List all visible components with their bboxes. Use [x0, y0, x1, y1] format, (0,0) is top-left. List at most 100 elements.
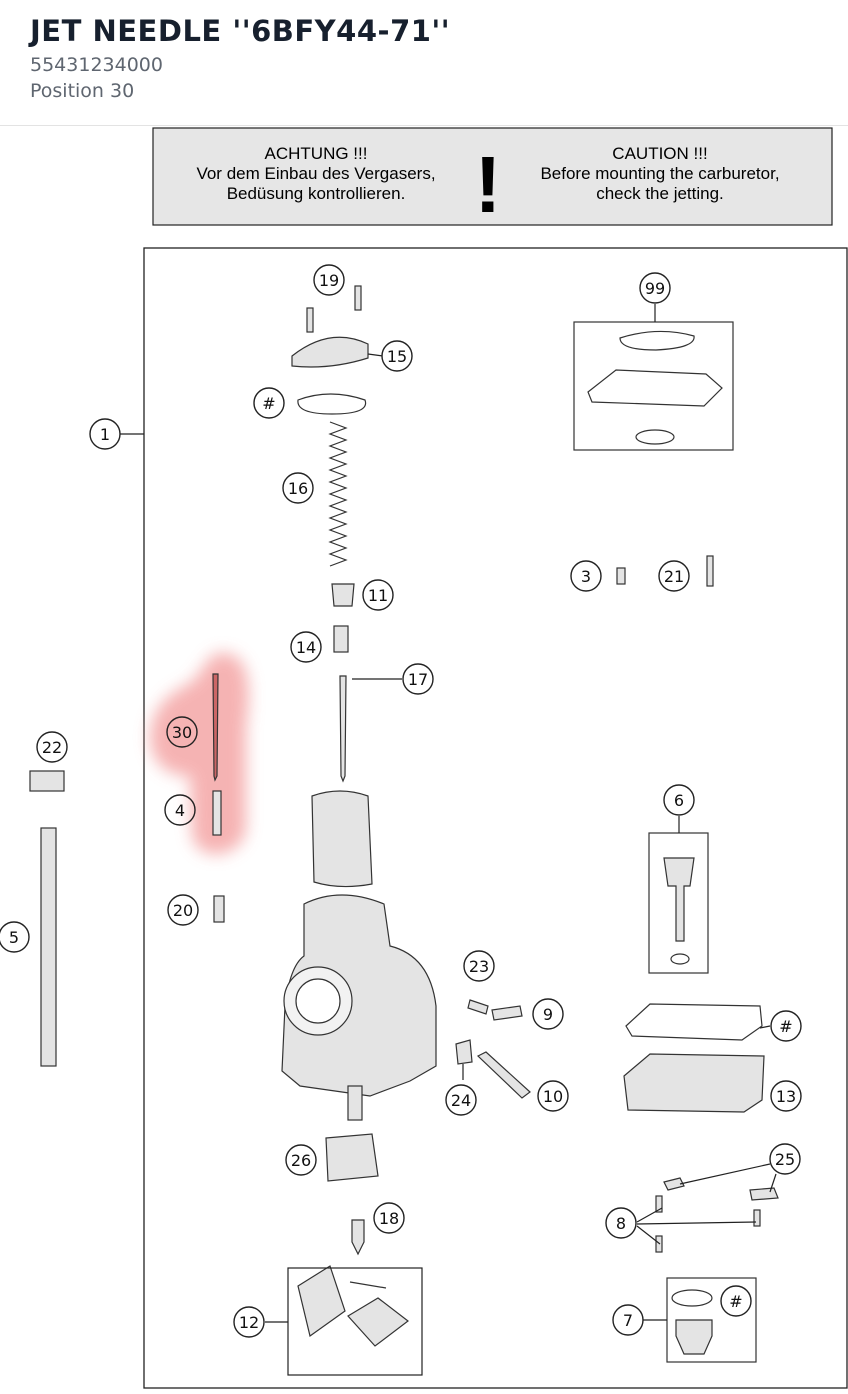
- svg-text:8: 8: [616, 1214, 626, 1233]
- float-bowl-icon[interactable]: [623, 1053, 765, 1113]
- svg-text:10: 10: [543, 1087, 563, 1106]
- callout-23[interactable]: 23: [463, 950, 495, 982]
- callout-6[interactable]: 6: [663, 784, 695, 816]
- screw-8a-icon[interactable]: [655, 1195, 663, 1213]
- hose-clip-22-icon[interactable]: [29, 770, 65, 792]
- carburetor-bore-icon: [295, 978, 341, 1024]
- svg-text:20: 20: [173, 901, 193, 920]
- callout-21[interactable]: 21: [658, 560, 690, 592]
- exploded-parts-diagram: ACHTUNG !!! Vor dem Einbau des Vergasers…: [0, 126, 848, 1390]
- top-gasket-icon[interactable]: [297, 393, 367, 415]
- svg-text:16: 16: [288, 479, 308, 498]
- callout-22[interactable]: 22: [36, 731, 68, 763]
- svg-text:9: 9: [543, 1005, 553, 1024]
- callout-8[interactable]: 8: [605, 1207, 637, 1239]
- svg-text:12: 12: [239, 1313, 259, 1332]
- callout-17[interactable]: 17: [402, 663, 434, 695]
- callout-5[interactable]: 5: [0, 921, 30, 953]
- drain-plug-7-icon[interactable]: [675, 1319, 713, 1355]
- svg-text:3: 3: [581, 567, 591, 586]
- float-bowl-gasket-icon[interactable]: [625, 1003, 763, 1041]
- svg-text:25: 25: [775, 1150, 795, 1169]
- throttle-spring-icon[interactable]: [328, 421, 348, 567]
- warning-en-title: CAUTION !!!: [612, 144, 707, 163]
- warning-en-line1: Before mounting the carburetor,: [540, 164, 779, 183]
- callout-19[interactable]: 19: [313, 264, 345, 296]
- svg-text:17: 17: [408, 670, 428, 689]
- warning-en-line2: check the jetting.: [596, 184, 724, 203]
- svg-text:24: 24: [451, 1091, 471, 1110]
- callout-15[interactable]: 15: [381, 340, 413, 372]
- float-needle-icon[interactable]: [351, 1219, 365, 1256]
- svg-text:#: #: [262, 394, 275, 413]
- callout-26[interactable]: 26: [285, 1144, 317, 1176]
- plug-oring-icon[interactable]: [671, 1289, 713, 1307]
- part-header: JET NEEDLE ''6BFY44-71'' 55431234000 Pos…: [0, 0, 848, 126]
- jet-3-icon[interactable]: [616, 567, 626, 585]
- callout-14[interactable]: 14: [290, 631, 322, 663]
- float-left-icon[interactable]: [297, 1265, 346, 1338]
- idle-spring-icon[interactable]: [467, 999, 489, 1015]
- part-26-icon[interactable]: [325, 1133, 379, 1182]
- svg-text:22: 22: [42, 738, 62, 757]
- screw-19a-icon[interactable]: [354, 285, 362, 311]
- warning-exclamation-icon: !: [475, 140, 502, 229]
- needle-clip-holder-icon[interactable]: [333, 625, 349, 653]
- choke-plunger-icon[interactable]: [663, 857, 695, 942]
- screw-8b-icon[interactable]: [753, 1209, 761, 1227]
- idle-screw-icon[interactable]: [491, 1005, 523, 1021]
- part-10-icon[interactable]: [476, 1051, 531, 1099]
- svg-text:6: 6: [674, 791, 684, 810]
- callout-25[interactable]: 25: [769, 1143, 801, 1175]
- main-jet-4-icon[interactable]: [212, 790, 222, 836]
- kit-gasket-top-icon[interactable]: [619, 330, 695, 351]
- svg-text:14: 14: [296, 638, 316, 657]
- callout-hash-bowl-gasket[interactable]: #: [770, 1010, 802, 1042]
- callout-10[interactable]: 10: [537, 1080, 569, 1112]
- callout-7[interactable]: 7: [612, 1304, 644, 1336]
- jet-21-icon[interactable]: [706, 555, 714, 587]
- callout-13[interactable]: 13: [770, 1080, 802, 1112]
- callout-20[interactable]: 20: [167, 894, 199, 926]
- carburetor-body-icon[interactable]: [281, 894, 437, 1097]
- float-pin-icon[interactable]: [349, 1281, 387, 1289]
- throttle-slide-icon[interactable]: [311, 790, 373, 888]
- svg-text:15: 15: [387, 347, 407, 366]
- drain-plug-icon[interactable]: [347, 1085, 363, 1121]
- bracket-25a-icon[interactable]: [663, 1177, 685, 1191]
- carburetor-diagram-svg: ACHTUNG !!! Vor dem Einbau des Vergasers…: [0, 127, 848, 1389]
- jet-needle-30-icon[interactable]: [212, 673, 219, 782]
- part-11-icon[interactable]: [331, 583, 355, 607]
- callout-4[interactable]: 4: [164, 794, 196, 826]
- screw-19b-icon[interactable]: [306, 307, 314, 333]
- callout-12[interactable]: 12: [233, 1306, 265, 1338]
- callout-3[interactable]: 3: [570, 560, 602, 592]
- callout-hash-plug-oring[interactable]: #: [720, 1285, 752, 1317]
- bracket-25b-icon[interactable]: [749, 1187, 779, 1201]
- callout-hash-gasket-top[interactable]: #: [253, 387, 285, 419]
- jet-needle-17-icon[interactable]: [339, 675, 347, 783]
- callout-24[interactable]: 24: [445, 1084, 477, 1116]
- callout-99[interactable]: 99: [639, 272, 671, 304]
- selected-part-highlight: [150, 652, 249, 855]
- callout-11[interactable]: 11: [362, 579, 394, 611]
- float-right-icon[interactable]: [347, 1297, 409, 1347]
- part-24-icon[interactable]: [455, 1039, 473, 1065]
- callout-18[interactable]: 18: [373, 1202, 405, 1234]
- carb-top-cap-icon[interactable]: [291, 336, 369, 368]
- kit-oring-icon[interactable]: [635, 429, 675, 445]
- callout-1[interactable]: 1: [89, 418, 121, 450]
- choke-oring-icon[interactable]: [670, 953, 690, 965]
- warning-de-line1: Vor dem Einbau des Vergasers,: [196, 164, 435, 183]
- kit-bowl-gasket-icon[interactable]: [587, 369, 723, 407]
- vent-hose-5-icon[interactable]: [40, 827, 57, 1067]
- callout-30[interactable]: 30: [166, 716, 198, 748]
- callout-16[interactable]: 16: [282, 472, 314, 504]
- warning-de-line2: Bedüsung kontrollieren.: [227, 184, 406, 203]
- part-position: Position 30: [30, 80, 135, 102]
- screw-8c-icon[interactable]: [655, 1235, 663, 1253]
- callout-9[interactable]: 9: [532, 998, 564, 1030]
- jet-20-icon[interactable]: [213, 895, 225, 923]
- svg-text:#: #: [729, 1292, 742, 1311]
- svg-text:4: 4: [175, 801, 185, 820]
